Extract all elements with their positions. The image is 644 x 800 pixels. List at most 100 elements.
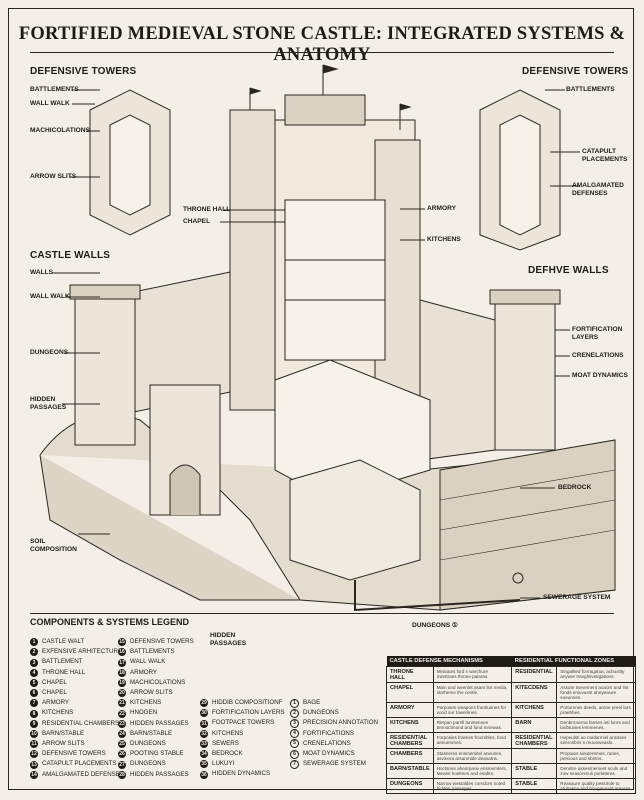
legend-number: 18 [118, 668, 126, 677]
legend-number: 15 [118, 638, 126, 647]
table-desc-cell: Hoctsnes aheorpane ensmemters, Meaint ho… [432, 763, 513, 780]
callout-armory: ARMORY [427, 205, 457, 212]
legend-label: HIDDEN PASSAGES [130, 770, 189, 778]
legend-label: KITCHENS [130, 699, 162, 707]
table-key-cell: ARMORY [386, 702, 434, 719]
legend-number: 2 [30, 648, 38, 657]
legend-label: HNOGEN [130, 709, 158, 717]
legend-label: LUKUYI [212, 760, 235, 768]
legend-number: 36 [200, 770, 208, 779]
section-defensive-towers-right: DEFENSIVE TOWERS [522, 66, 629, 77]
dungeons-marker: ① [451, 622, 458, 629]
table-desc-cell: Main and weenlet asant lint media, starh… [432, 681, 513, 704]
legend-label: MOAT DYNAMICS [303, 750, 355, 758]
legend-number: 4 [290, 729, 299, 739]
legend-number: 12 [30, 750, 38, 759]
legend-item: 28 HIDDEN PASSAGES [118, 770, 194, 780]
legend-label: FOOTPACE TOWERS [212, 719, 275, 727]
legend-number: 28 [118, 770, 126, 779]
page-title: FORTIFIED MEDIEVAL STONE CASTLE: INTEGRA… [18, 24, 626, 65]
callout-kitchens: KITCHENS [427, 236, 461, 243]
table-key-cell: BARN/STABLE [386, 763, 434, 780]
table-desc-cell: Propaios sieuteremes, raries, precious a… [556, 748, 636, 765]
table-desc-cell: Assote tnevement aoaors and lint fonds e… [556, 681, 636, 704]
legend-label: CASTLE WALT [42, 638, 85, 645]
legend-label: FORTIFICATION LAYERS [212, 709, 285, 717]
callout-fortification-layers: FORTIFICATION LAYERS [572, 326, 623, 341]
table-key-cell: STABLE [511, 763, 558, 780]
table-key-cell: RESIDENTIAL [511, 666, 558, 683]
legend-number: 13 [30, 760, 38, 769]
legend-number: 25 [118, 740, 126, 749]
callout-throne-hall: THRONE HALL [183, 206, 231, 213]
callout-wall-walk: WALL WALK [30, 293, 70, 300]
legend-label: BATTLEMENT [42, 658, 83, 666]
legend-label: DUNGEONS [130, 760, 166, 768]
legend-label: CHAPEL [42, 689, 67, 697]
legend-number: 3 [30, 658, 38, 667]
legend-item: 3 BATTLEMENT [30, 657, 124, 667]
section-castle-walls: CASTLE WALLS [30, 250, 111, 261]
table-key-cell: CHAMBERS [386, 748, 434, 765]
legend-number: 6 [30, 689, 38, 698]
legend-label: FORTIFICATIONS [303, 729, 354, 737]
table-key-cell: THRONE HALL [386, 666, 434, 683]
callout-machicolations: MACHICOLATIONS [30, 127, 90, 134]
callout-hidden-passages: HIDDEN PASSAGES [30, 396, 67, 411]
legend-label: THRONE HALL [42, 668, 86, 676]
legend-label: BAGE [303, 699, 321, 706]
callout-soil-composition: SOIL COMPOSITION [30, 538, 77, 553]
legend-item: 16 BATTLEMENTS [118, 647, 194, 657]
legend-label: BATTLEMENTS [130, 648, 175, 656]
legend-number: 22 [118, 709, 126, 718]
legend-label: CRENELATIONS [303, 739, 351, 747]
legend-label: CATAPULT PLACEMENTS [42, 760, 117, 768]
table-desc-cell: Hepeulsti ao matlarmiel anssses seerosbr… [556, 732, 636, 750]
table-desc-cell: Forposies fraimes froonibles, food aenue… [432, 732, 513, 750]
legend-number: 10 [30, 729, 38, 738]
legend-label: WALL WALK [130, 658, 166, 666]
callout-walls: WALLS [30, 269, 54, 276]
legend-label: CHAPEL [42, 678, 67, 686]
table-key-cell: DUNGEONS [386, 778, 434, 795]
table-key-cell: RESIDENTIAL CHAMBERS [386, 732, 434, 750]
legend-label: DUNGEONS [303, 709, 339, 717]
legend-label: HIDDEN DYNAMICS [212, 770, 271, 778]
legend-number: 33 [200, 739, 208, 748]
title-rule [30, 52, 614, 53]
table-key-cell: KITCHENS [511, 702, 558, 719]
legend-label: KITCHENS [212, 729, 244, 737]
legend-label: DEFENSIVE TOWERS [130, 638, 194, 645]
legend-label: DEFENSIVE TOWERS [42, 750, 106, 758]
legend-number: 29 [200, 699, 208, 708]
legend-number: 7 [290, 759, 299, 769]
legend-label: AMALGAMATED DEFENSES [42, 770, 125, 778]
table-header-defense: CASTLE DEFENSE MECHANISMS [386, 656, 512, 667]
legend-number: 16 [118, 648, 126, 657]
legend-number: 35 [200, 760, 208, 769]
legend-label: DUNGEONS [130, 740, 166, 748]
legend-label: PRECISION ANNOTATION [303, 719, 379, 727]
table-desc-cell: Portumnes deeds, arone preel lars praebh… [556, 702, 636, 719]
section-defhve-walls: DEFHVE WALLS [528, 265, 609, 276]
